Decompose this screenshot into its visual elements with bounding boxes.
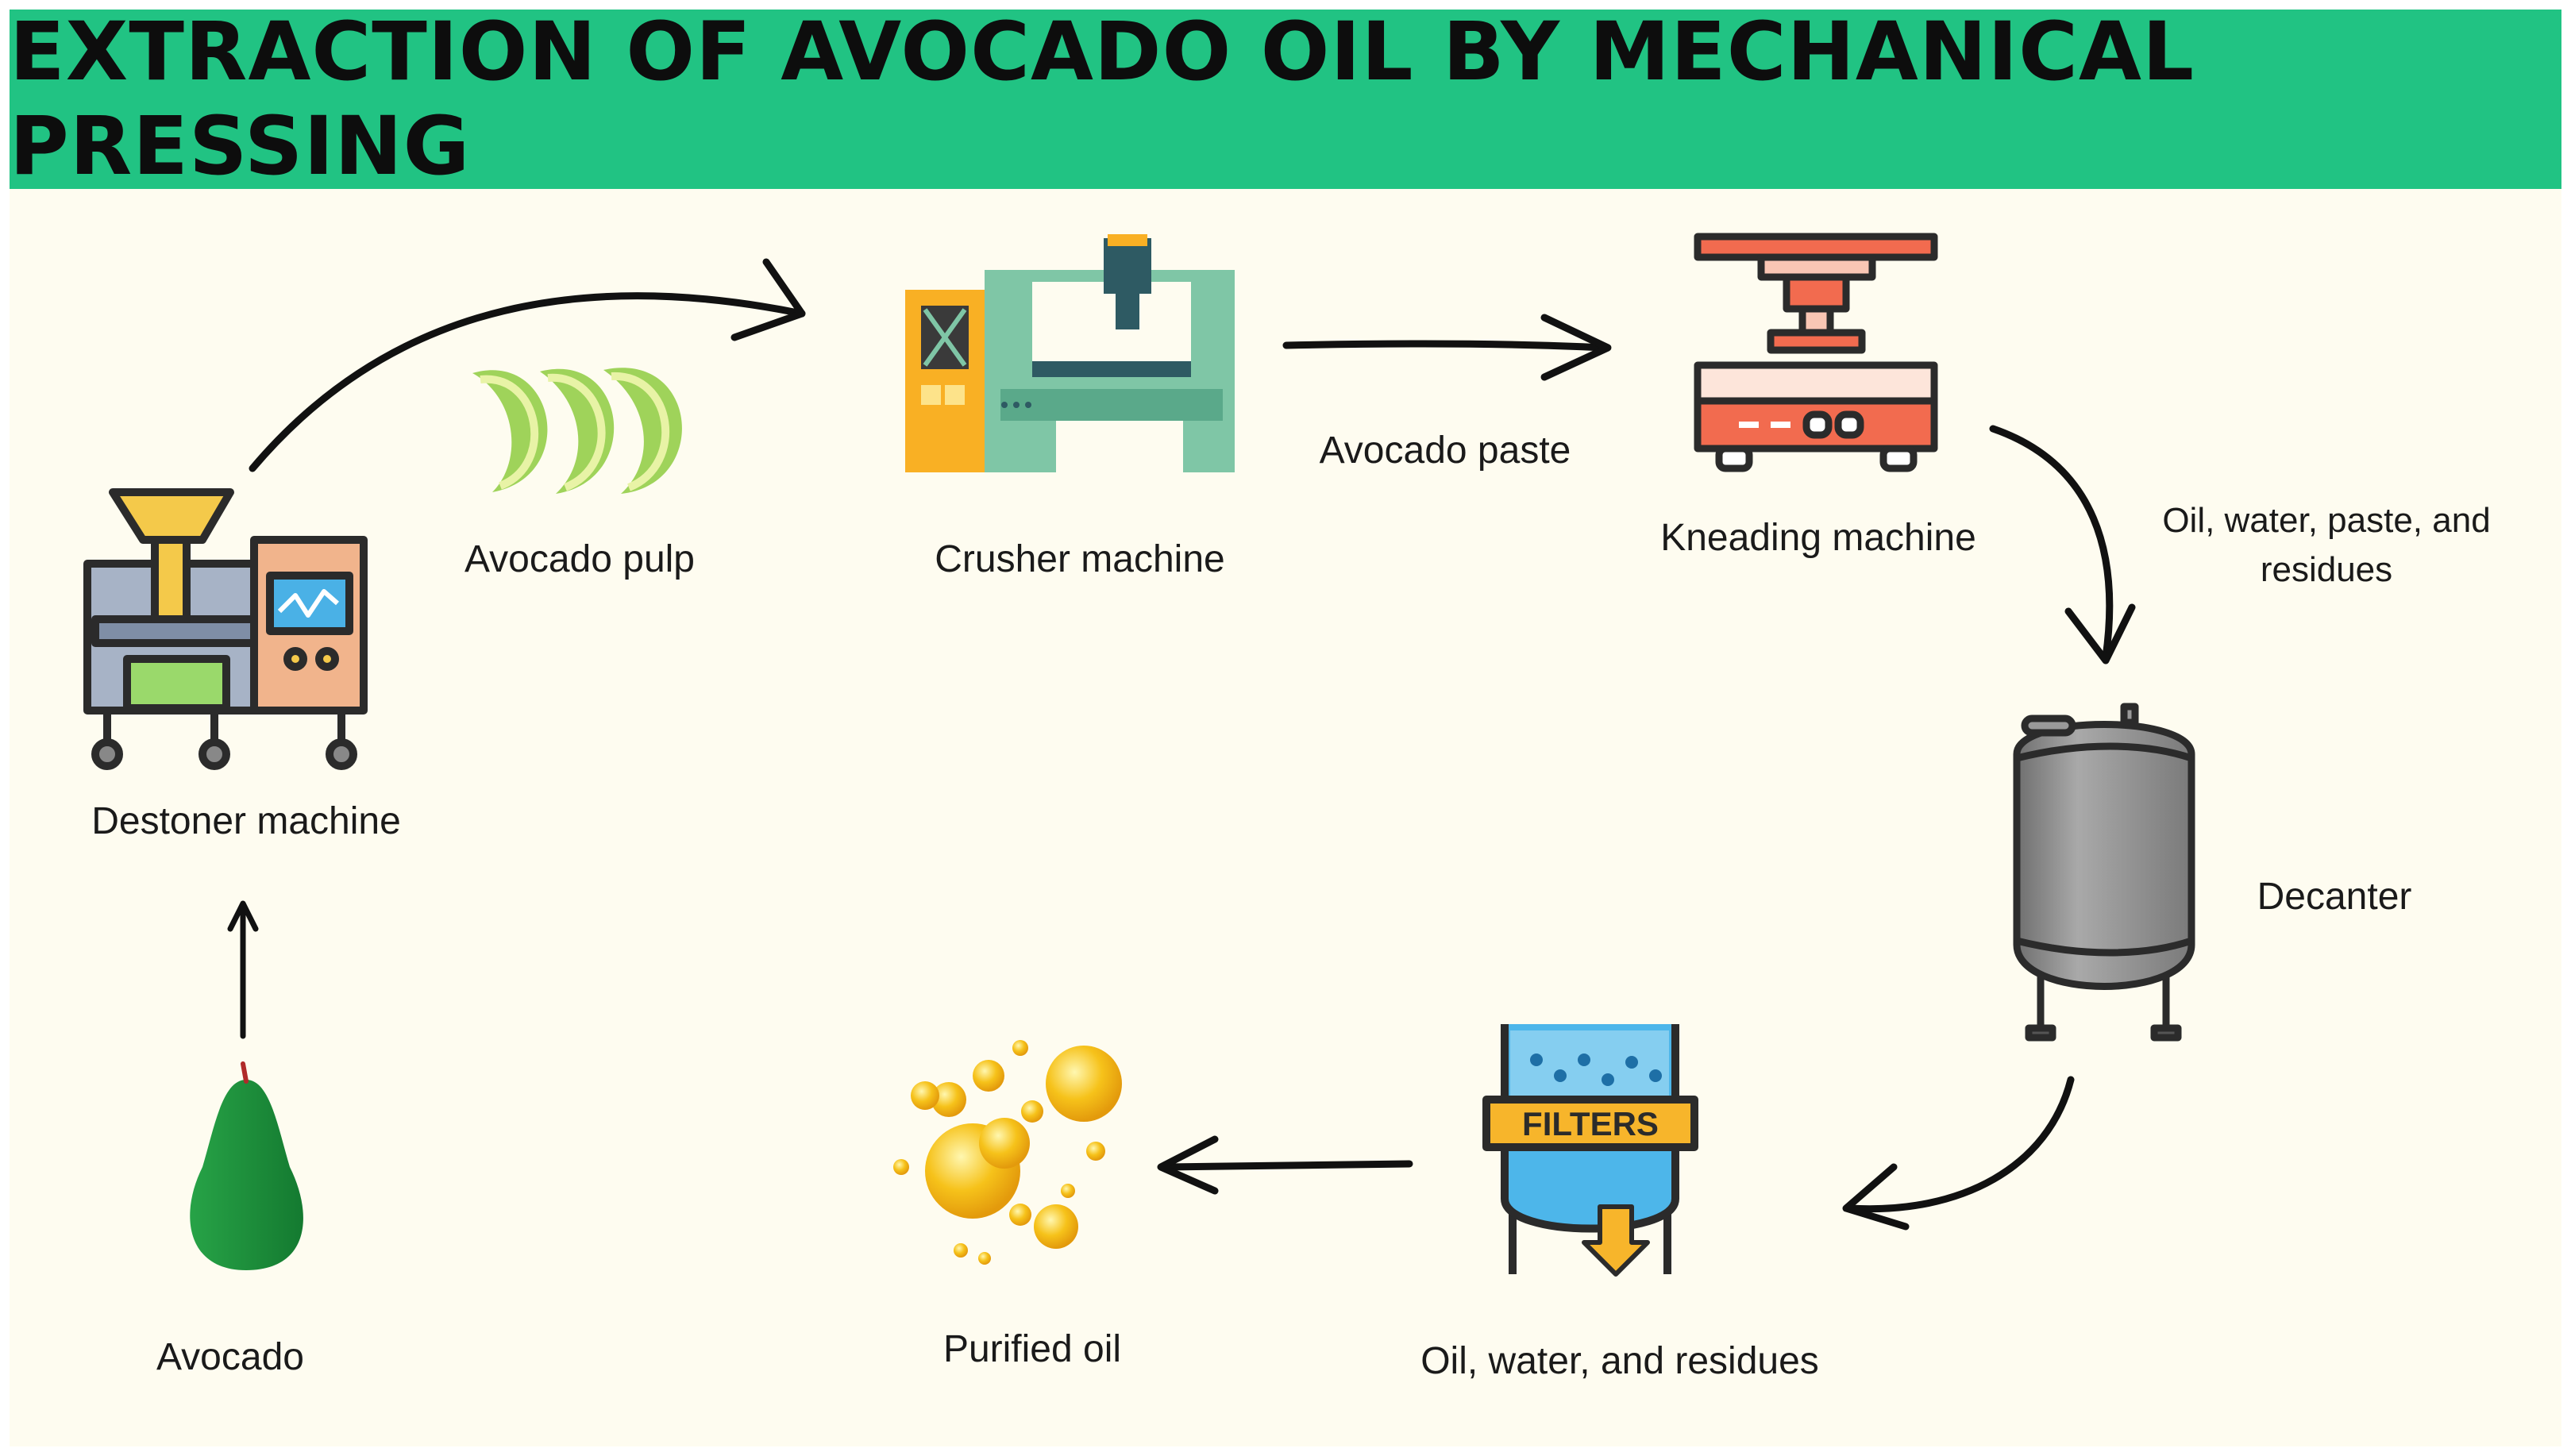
destoner-machine-icon (83, 488, 368, 770)
arrow-destoner-to-crusher (249, 258, 806, 472)
purified-oil-label: Purified oil (942, 1328, 1122, 1370)
avocado-pulp-icon (472, 368, 682, 494)
oil-bubbles-icon (893, 1040, 1122, 1265)
oil-water-paste-residues-label: Oil, water, paste, and residues (2120, 496, 2533, 595)
crusher-machine-label: Crusher machine (935, 538, 1225, 580)
arrow-filters-to-oil (1157, 1135, 1413, 1195)
page-background (10, 10, 2561, 1446)
arrow-kneading-to-decanter (1989, 425, 2136, 664)
page-title: EXTRACTION OF AVOCADO OIL BY MECHANICAL … (10, 5, 2195, 194)
title-banner (10, 10, 2561, 189)
destoner-machine-label: Destoner machine (91, 800, 401, 842)
kneading-machine-label: Kneading machine (1660, 517, 1976, 559)
avocado-icon (190, 1061, 303, 1270)
filter-tank-icon (1482, 1024, 1698, 1277)
avocado-label: Avocado (156, 1336, 304, 1378)
decanter-tank-icon (2013, 703, 2195, 1042)
avocado-pulp-label: Avocado pulp (464, 538, 695, 580)
filters-sign-label: FILTERS (1522, 1105, 1659, 1142)
arrow-crusher-to-kneading (1282, 314, 1612, 381)
kneading-machine-icon (1694, 233, 1938, 472)
avocado-paste-label: Avocado paste (1319, 429, 1571, 472)
decanter-label: Decanter (2257, 876, 2412, 918)
arrow-avocado-to-destoner (227, 900, 259, 1039)
oil-water-residues-label: Oil, water, and residues (1420, 1340, 1819, 1382)
oil-water-paste-residues-line1: Oil, water, paste, and (2162, 501, 2491, 540)
oil-water-paste-residues-line2: residues (2260, 550, 2393, 589)
arrow-decanter-to-filters (1842, 1076, 2075, 1231)
crusher-machine-icon (905, 234, 1235, 472)
